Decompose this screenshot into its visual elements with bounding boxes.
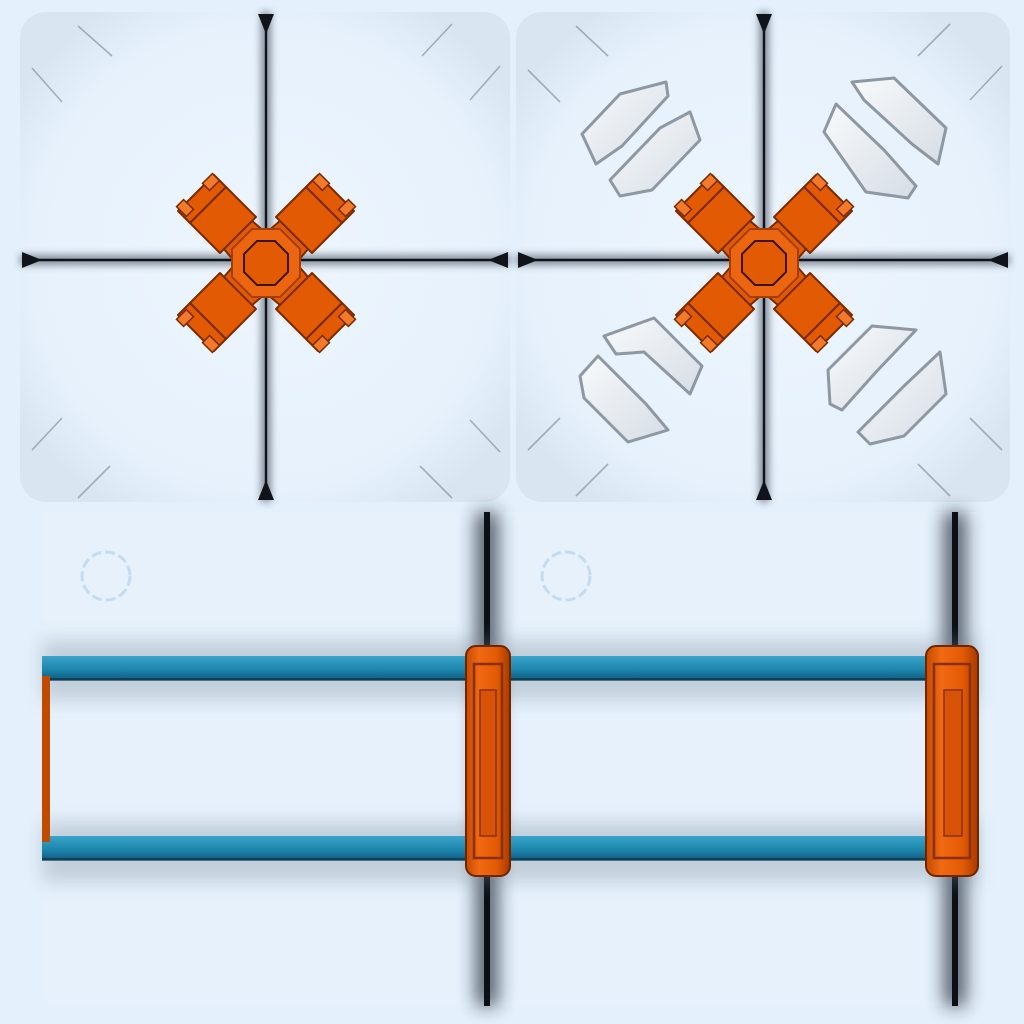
grey-corner-panels	[578, 76, 948, 446]
faint-cog-mark	[80, 550, 592, 602]
tile-cross-plain	[20, 12, 510, 502]
tile-rail-track	[42, 512, 979, 1006]
tile-cross-panels	[516, 12, 1010, 502]
orange-rail-clamp-icon	[465, 645, 511, 877]
orange-rail-clamp-icon	[925, 645, 979, 877]
